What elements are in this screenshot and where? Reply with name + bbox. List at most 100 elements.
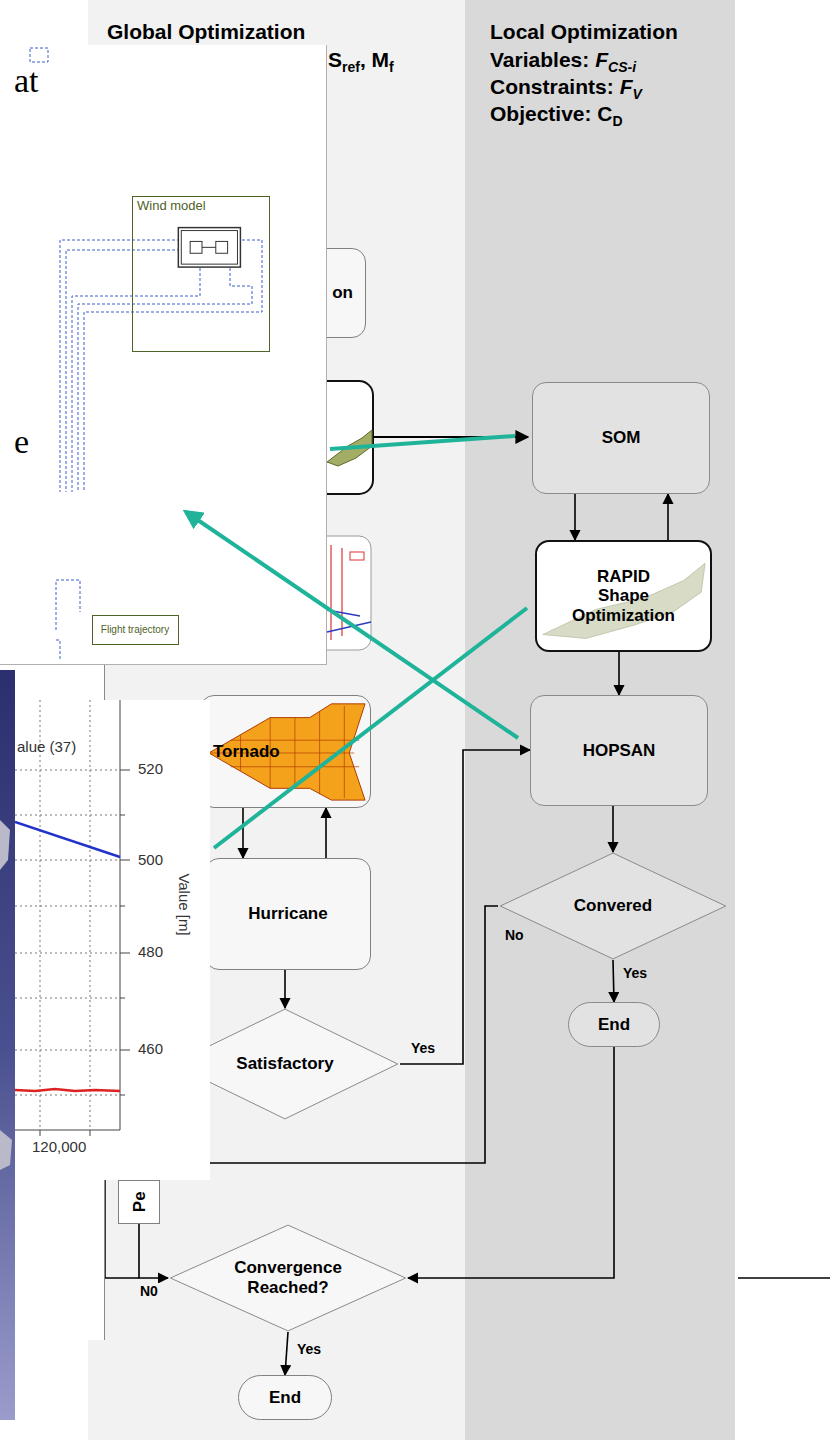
process-box: HOPSAN [530,695,708,806]
illustration-part [120,906,125,907]
flow-connector [325,808,327,858]
label-text: 500 [138,851,163,868]
label-text: 520 [138,760,163,777]
label-text: Constraints: [490,75,614,98]
model-block: Flight trajectory [92,615,179,645]
process-box: Hurricane [205,858,371,970]
annotation-arrow [330,436,515,449]
model-screenshot: Wind modelFlight trajectory at e [0,45,327,665]
label-text: V [633,86,642,102]
image-strip [0,670,15,1420]
illustration-part [15,770,120,771]
node-text: Hurricane [248,904,327,924]
label-group: Sref, Mf [328,47,394,80]
annotation-arrow [214,608,527,848]
label-group: N0 [138,1283,160,1300]
flow-connector [285,1332,288,1375]
label-text: alue (37) [17,738,76,755]
label-group: 480 [138,943,163,960]
label-group: alue (37) [17,738,76,755]
illustration-part [120,998,125,999]
illustration-part [500,853,725,959]
label-text: e [14,423,29,460]
node-text: Tornado [213,742,280,762]
illustration-part [202,247,216,248]
plot-legend [350,552,364,560]
edge-label: Yes [621,965,649,981]
illustration-part [56,582,57,630]
node-text: End [269,1388,301,1408]
illustration-part [72,268,200,492]
label-group: Objective: CD [490,101,623,134]
model-block: Wind model [132,196,270,352]
process-box: SOM [532,382,710,494]
node-text: Flight trajectory [101,624,169,636]
illustration-part [15,1095,120,1096]
flow-connector [618,652,620,695]
illustration-part [78,268,252,492]
label-text: 120,000 [32,1138,86,1155]
label-text: , M [360,48,389,71]
decision-diamond: Convergence Reached? [168,1224,408,1332]
axis [15,700,130,1136]
illustration-part [15,1130,120,1131]
illustration-part [66,250,180,492]
label-group: 500 [138,851,163,868]
flow-connector [242,808,244,858]
label-group: 520 [138,760,163,777]
illustration-part [216,241,228,253]
label-text: D [613,113,623,129]
terminal-pill: End [238,1375,332,1420]
illustration-part [120,815,125,816]
label-text: CS-i [608,59,636,75]
illustration-part [178,228,240,267]
illustration-part [190,241,202,253]
label-group: Value [m] [176,873,193,935]
flow-connector [408,1047,614,1278]
illustration-part [90,1130,91,1136]
node-text: Wind model [137,199,206,214]
illustration-part [170,1225,405,1331]
node-text: SOM [602,428,641,448]
label-group: at [14,62,39,100]
label-text: 460 [138,1040,163,1057]
label-group: 460 [138,1040,163,1057]
illustration-part [15,860,120,861]
node-text: Satisfactory [236,1054,333,1074]
illustration-part [120,770,130,771]
flow-connector [400,750,530,1064]
illustration-part [90,700,91,1130]
node-text: Convergence Reached? [234,1258,342,1297]
node-text: Pe [129,1192,149,1213]
illustration-part [30,48,48,62]
chart-screenshot: alue (37) 520 500 480 460 120,000 Value [m] [15,700,210,1180]
process-box: RAPID Shape Optimization [535,540,712,652]
chart-plot [15,700,210,1180]
label-text: ref [342,59,360,75]
node-text: on [332,283,353,303]
illustration-part [56,580,80,612]
node-text: HOPSAN [583,741,656,761]
node-text: Global Optimization [107,20,305,44]
model-wires [0,45,327,665]
illustration-part [40,1130,41,1136]
data-line [15,822,120,857]
illustration-part [15,815,120,816]
block-icon [133,197,269,351]
grid [15,700,120,1130]
flow-connector [667,494,669,540]
flow-connector [284,970,286,1008]
illustration-part [40,700,41,1130]
flow-connector [139,1224,168,1278]
label-text: Objective: C [490,102,613,125]
flow-connector [574,494,576,540]
label-text: 480 [138,943,163,960]
label-text: Value [m] [176,873,193,935]
label-text: N0 [140,1283,158,1299]
annotation-arrow [186,512,518,738]
illustration-part [15,1050,120,1051]
label-text: S [328,48,342,71]
node-text: Convered [574,896,652,916]
